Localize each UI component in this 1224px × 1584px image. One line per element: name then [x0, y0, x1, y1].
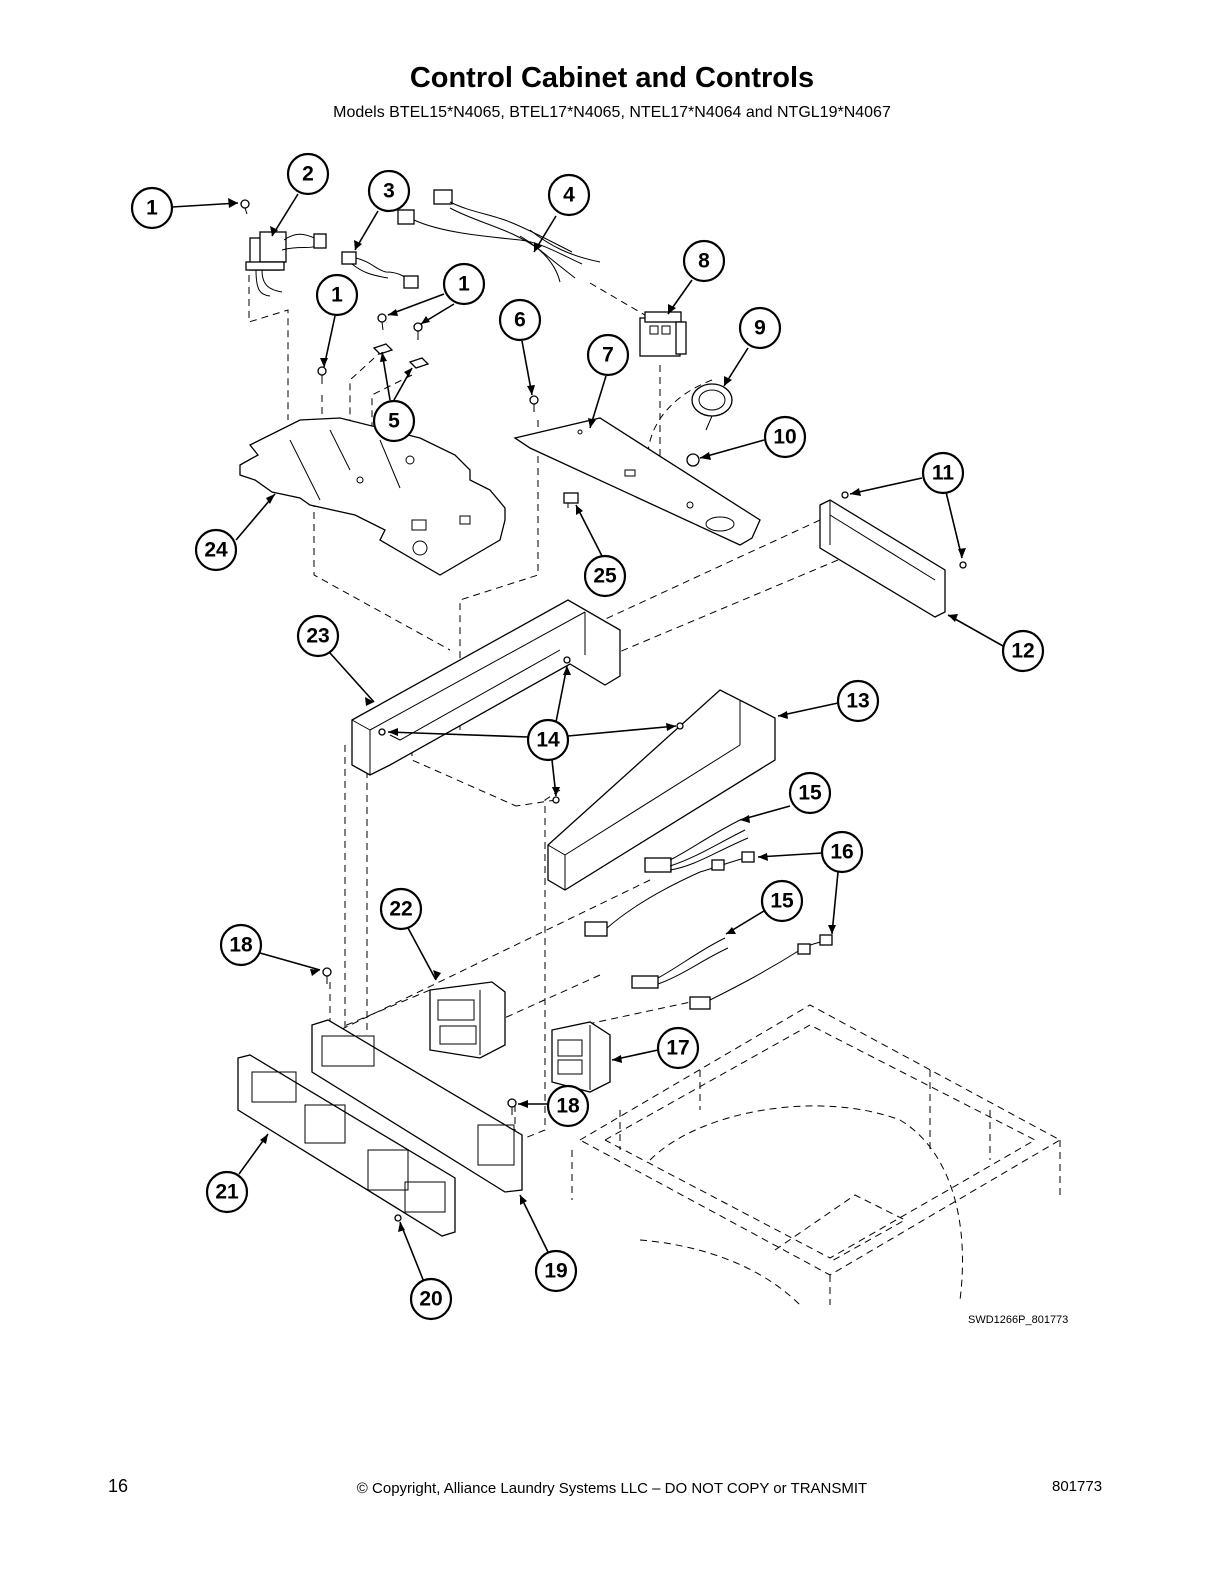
callout-label: 9 [754, 317, 766, 340]
callout-label: 7 [602, 344, 614, 367]
screw-part-6 [529, 395, 539, 412]
screw-part-1 [240, 199, 423, 384]
callout-label: 2 [302, 163, 314, 186]
callout-22: 22 [379, 887, 423, 931]
callout-label: 23 [306, 625, 329, 648]
callout-4: 4 [547, 173, 591, 217]
mounting-plate-part-24 [239, 417, 506, 576]
callout-15b: 15 [760, 879, 804, 923]
callout-label: 10 [773, 426, 796, 449]
callout-label: 14 [536, 729, 560, 752]
callout-label: 22 [389, 898, 412, 921]
callout-16: 16 [820, 830, 864, 874]
callout-label: 8 [698, 250, 710, 273]
callout-13: 13 [836, 679, 880, 723]
callout-label: 1 [331, 284, 343, 307]
document-number: 801773 [1052, 1478, 1103, 1495]
drawing-code: SWD1266P_801773 [968, 1314, 1069, 1326]
machine-frame [571, 1004, 1062, 1306]
callout-2: 2 [286, 152, 330, 196]
callout-19: 19 [534, 1249, 578, 1293]
knob-part-10 [686, 453, 700, 467]
callout-20: 20 [409, 1277, 453, 1321]
callout-3: 3 [367, 169, 411, 213]
harness-part-3 [341, 251, 419, 289]
callout-label: 15 [770, 890, 794, 913]
copyright-notice: © Copyright, Alliance Laundry Systems LL… [356, 1480, 868, 1497]
callout-1c: 1 [315, 273, 359, 317]
screw-part-20 [394, 1214, 402, 1222]
wiring-part-16 [584, 851, 833, 1010]
callout-24: 24 [194, 528, 238, 572]
callout-12: 12 [1001, 629, 1045, 673]
callout-label: 18 [556, 1095, 580, 1118]
overlay-panel-part-21 [237, 1054, 456, 1237]
contactor-part-8 [639, 311, 687, 357]
callout-label: 21 [215, 1181, 239, 1204]
callout-label: 5 [388, 410, 400, 433]
callout-1b: 1 [442, 262, 486, 306]
callout-label: 25 [593, 565, 617, 588]
callout-label: 17 [666, 1037, 689, 1060]
callout-label: 1 [146, 197, 158, 220]
callout-label: 24 [204, 539, 228, 562]
callout-14: 14 [526, 718, 570, 762]
callout-label: 4 [563, 184, 575, 207]
callout-9: 9 [738, 306, 782, 350]
callout-label: 19 [544, 1260, 567, 1283]
callout-label: 12 [1011, 640, 1034, 663]
callout-label: 18 [229, 934, 253, 957]
callout-25: 25 [583, 554, 627, 598]
callout-label: 1 [458, 273, 470, 296]
dial-part-9 [691, 383, 733, 431]
cabinet-channel-part-23 [351, 599, 621, 776]
callout-18b: 18 [546, 1084, 590, 1128]
callout-label: 3 [383, 180, 395, 203]
callout-label: 15 [798, 782, 822, 805]
callout-1a: 1 [130, 186, 174, 230]
cabinet-channel-part-13 [547, 689, 776, 891]
callout-15a: 15 [788, 771, 832, 815]
connector-part-25 [563, 492, 579, 508]
clip-part-5 [372, 343, 430, 369]
callout-5: 5 [372, 399, 416, 443]
leader-arrowheads [228, 198, 966, 1232]
screw-part-18 [322, 967, 517, 1115]
callout-17: 17 [656, 1026, 700, 1070]
callout-label: 13 [846, 690, 869, 713]
callout-7: 7 [586, 333, 630, 377]
callout-6: 6 [498, 298, 542, 342]
control-part-17 [551, 1021, 611, 1093]
harness-part-15 [631, 819, 749, 989]
callout-label: 6 [514, 309, 526, 332]
callout-18a: 18 [219, 923, 263, 967]
callout-10: 10 [763, 415, 807, 459]
harness-part-4 [397, 189, 601, 283]
callout-label: 11 [932, 462, 955, 485]
callout-23: 23 [296, 614, 340, 658]
panel-bracket-part-19 [311, 1019, 523, 1193]
callout-8: 8 [682, 239, 726, 283]
bracket-plate-part-7 [513, 417, 761, 546]
page-title: Control Cabinet and Controls [409, 62, 815, 94]
callout-11: 11 [921, 451, 965, 495]
callout-label: 16 [830, 841, 853, 864]
transformer-part-2 [245, 231, 327, 297]
callout-label: 20 [419, 1288, 442, 1311]
models-subtitle: Models BTEL15*N4065, BTEL17*N4065, NTEL1… [333, 104, 891, 121]
bracket-part-12 [819, 491, 967, 618]
page-number: 16 [108, 1476, 129, 1496]
callout-21: 21 [205, 1170, 249, 1214]
control-part-22 [429, 981, 506, 1059]
